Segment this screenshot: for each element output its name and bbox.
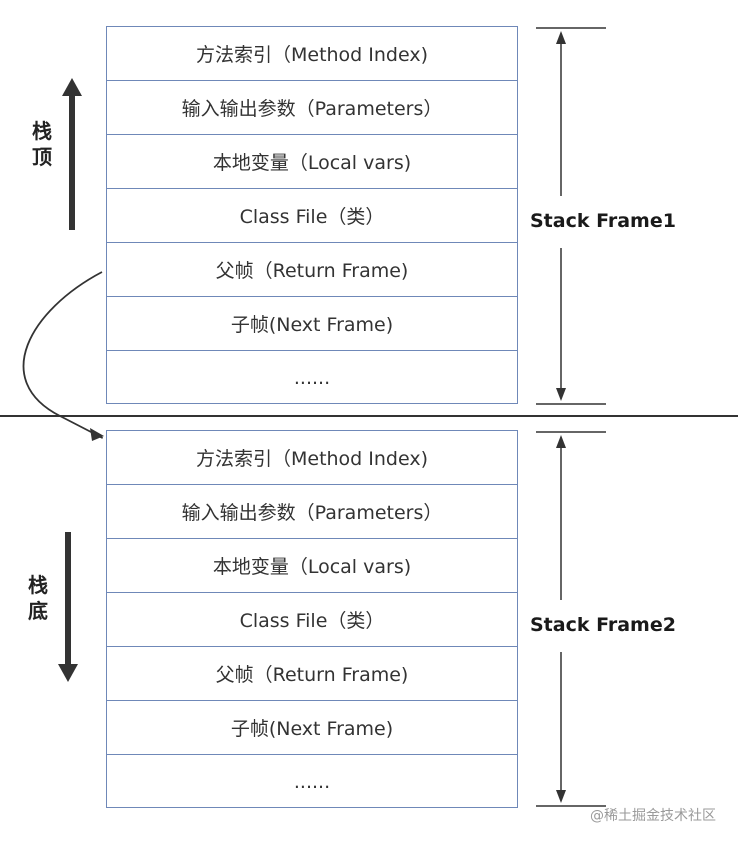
frame1-span-arrow <box>536 27 606 405</box>
frame1-row-return-frame: 父帧（Return Frame) <box>107 243 517 297</box>
frame2-row-method-index: 方法索引（Method Index) <box>107 431 517 485</box>
stack-top-label: 栈顶 <box>32 119 52 169</box>
frame1-row-ellipsis: ...... <box>293 367 331 389</box>
frame2-span-arrow <box>536 431 606 807</box>
stack-frame-2: 方法索引（Method Index) 输入输出参数（Parameters） 本地… <box>106 430 518 808</box>
frame2-row-ellipsis: ...... <box>293 771 331 793</box>
frame1-row-parameters: 输入输出参数（Parameters） <box>107 81 517 135</box>
frame2-row-next-frame: 子帧(Next Frame) <box>107 701 517 755</box>
frame2-row-parameters: 输入输出参数（Parameters） <box>107 485 517 539</box>
frame2-row-local-vars: 本地变量（Local vars) <box>107 539 517 593</box>
return-frame-link-arrow <box>22 271 104 441</box>
stack-bottom-arrow <box>58 532 78 682</box>
frame1-row-local-vars: 本地变量（Local vars) <box>107 135 517 189</box>
frame1-row-next-frame: 子帧(Next Frame) <box>107 297 517 351</box>
frame1-row-method-index: 方法索引（Method Index) <box>107 27 517 81</box>
stack-bottom-label: 栈底 <box>28 573 48 623</box>
frame1-row-class-file: Class File（类） <box>107 189 517 243</box>
stack-frame-2-label: Stack Frame2 <box>530 610 676 640</box>
stack-frame-1: 方法索引（Method Index) 输入输出参数（Parameters） 本地… <box>106 26 518 404</box>
frame2-row-return-frame: 父帧（Return Frame) <box>107 647 517 701</box>
frame2-row-class-file: Class File（类） <box>107 593 517 647</box>
watermark: @稀土掘金技术社区 <box>590 808 716 824</box>
stack-top-arrow <box>62 78 82 230</box>
stack-frame-1-label: Stack Frame1 <box>530 206 676 236</box>
frame-divider <box>0 415 738 417</box>
